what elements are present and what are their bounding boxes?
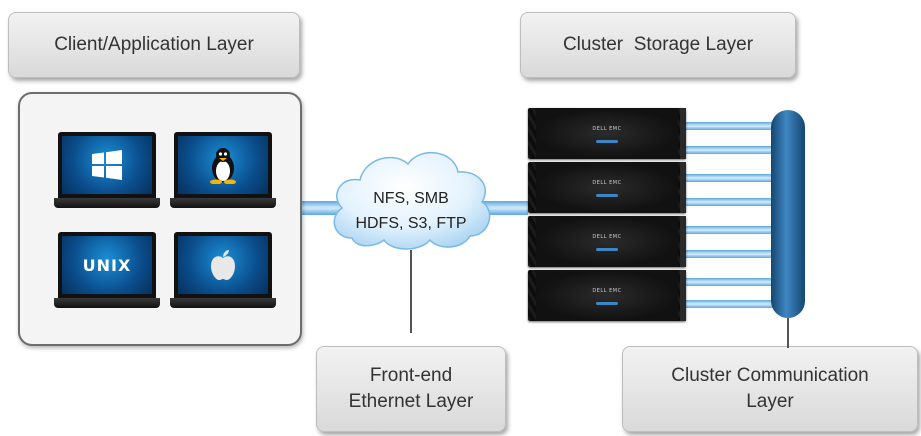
node-bezel: DELL EMC — [536, 108, 678, 159]
frontend-label-line1: Front-end — [369, 365, 453, 387]
laptop-base — [54, 298, 160, 308]
unix-icon: UNIX — [82, 255, 132, 275]
node-bezel: DELL EMC — [536, 216, 678, 267]
backend-link — [684, 226, 782, 234]
storage-node: DELL EMC — [528, 162, 686, 213]
laptop-windows — [54, 132, 160, 214]
apple-icon — [211, 250, 235, 280]
laptop-base — [170, 198, 276, 208]
node-rail — [680, 108, 686, 159]
backend-link — [684, 146, 782, 154]
laptop-base — [54, 198, 160, 208]
node-brand-label: DELL EMC — [592, 288, 622, 294]
backend-links — [684, 122, 782, 308]
node-status-led — [596, 140, 618, 143]
comm-layer-label: Cluster Communication Layer — [622, 346, 918, 432]
storage-node: DELL EMC — [528, 108, 686, 159]
cloud-protocols-line2: HDFS, S3, FTP — [355, 215, 466, 232]
node-status-led — [596, 248, 618, 251]
laptop-apple — [170, 232, 276, 314]
backend-link — [684, 278, 782, 286]
node-brand-label: DELL EMC — [592, 126, 622, 132]
frontend-label-line2: Ethernet Layer — [348, 391, 474, 412]
backend-link — [684, 300, 782, 308]
node-bezel: DELL EMC — [536, 270, 678, 321]
backend-link — [684, 122, 782, 130]
node-rail — [680, 162, 686, 213]
storage-layer-label-text: Cluster Storage Layer — [562, 34, 754, 56]
node-brand-label: DELL EMC — [592, 234, 622, 240]
storage-node: DELL EMC — [528, 270, 686, 321]
node-bezel: DELL EMC — [536, 162, 678, 213]
laptop-screen — [174, 232, 272, 298]
laptop-linux — [170, 132, 276, 214]
cloud-protocols-line1: NFS, SMB — [373, 190, 449, 207]
client-layer-label-text: Client/Application Layer — [54, 34, 254, 56]
laptop-screen — [174, 132, 272, 198]
comm-label-line2: Layer — [746, 391, 794, 412]
backend-link — [684, 250, 782, 258]
node-rail — [680, 270, 686, 321]
laptop-unix: UNIX — [54, 232, 160, 314]
frontend-layer-label: Front-end Ethernet Layer — [316, 346, 506, 432]
laptop-screen — [58, 132, 156, 198]
windows-icon — [92, 150, 122, 180]
laptop-screen: UNIX — [58, 232, 156, 298]
client-panel: UNIX — [18, 92, 302, 346]
node-brand-label: DELL EMC — [592, 180, 622, 186]
storage-cluster: DELL EMC DELL EMC DELL EMC DELL EMC — [528, 108, 686, 322]
node-status-led — [596, 302, 618, 305]
comm-label-line1: Cluster Communication — [671, 365, 869, 387]
node-rail — [680, 216, 686, 267]
laptop-base — [170, 298, 276, 308]
backend-link — [684, 174, 782, 182]
backend-link — [684, 198, 782, 206]
storage-layer-label: Cluster Storage Layer — [520, 12, 796, 78]
client-layer-label: Client/Application Layer — [8, 12, 300, 78]
storage-node: DELL EMC — [528, 216, 686, 267]
cluster-backplane — [771, 110, 805, 318]
node-status-led — [596, 194, 618, 197]
linux-icon — [210, 148, 236, 184]
protocol-cloud: NFS, SMB HDFS, S3, FTP — [333, 151, 491, 250]
